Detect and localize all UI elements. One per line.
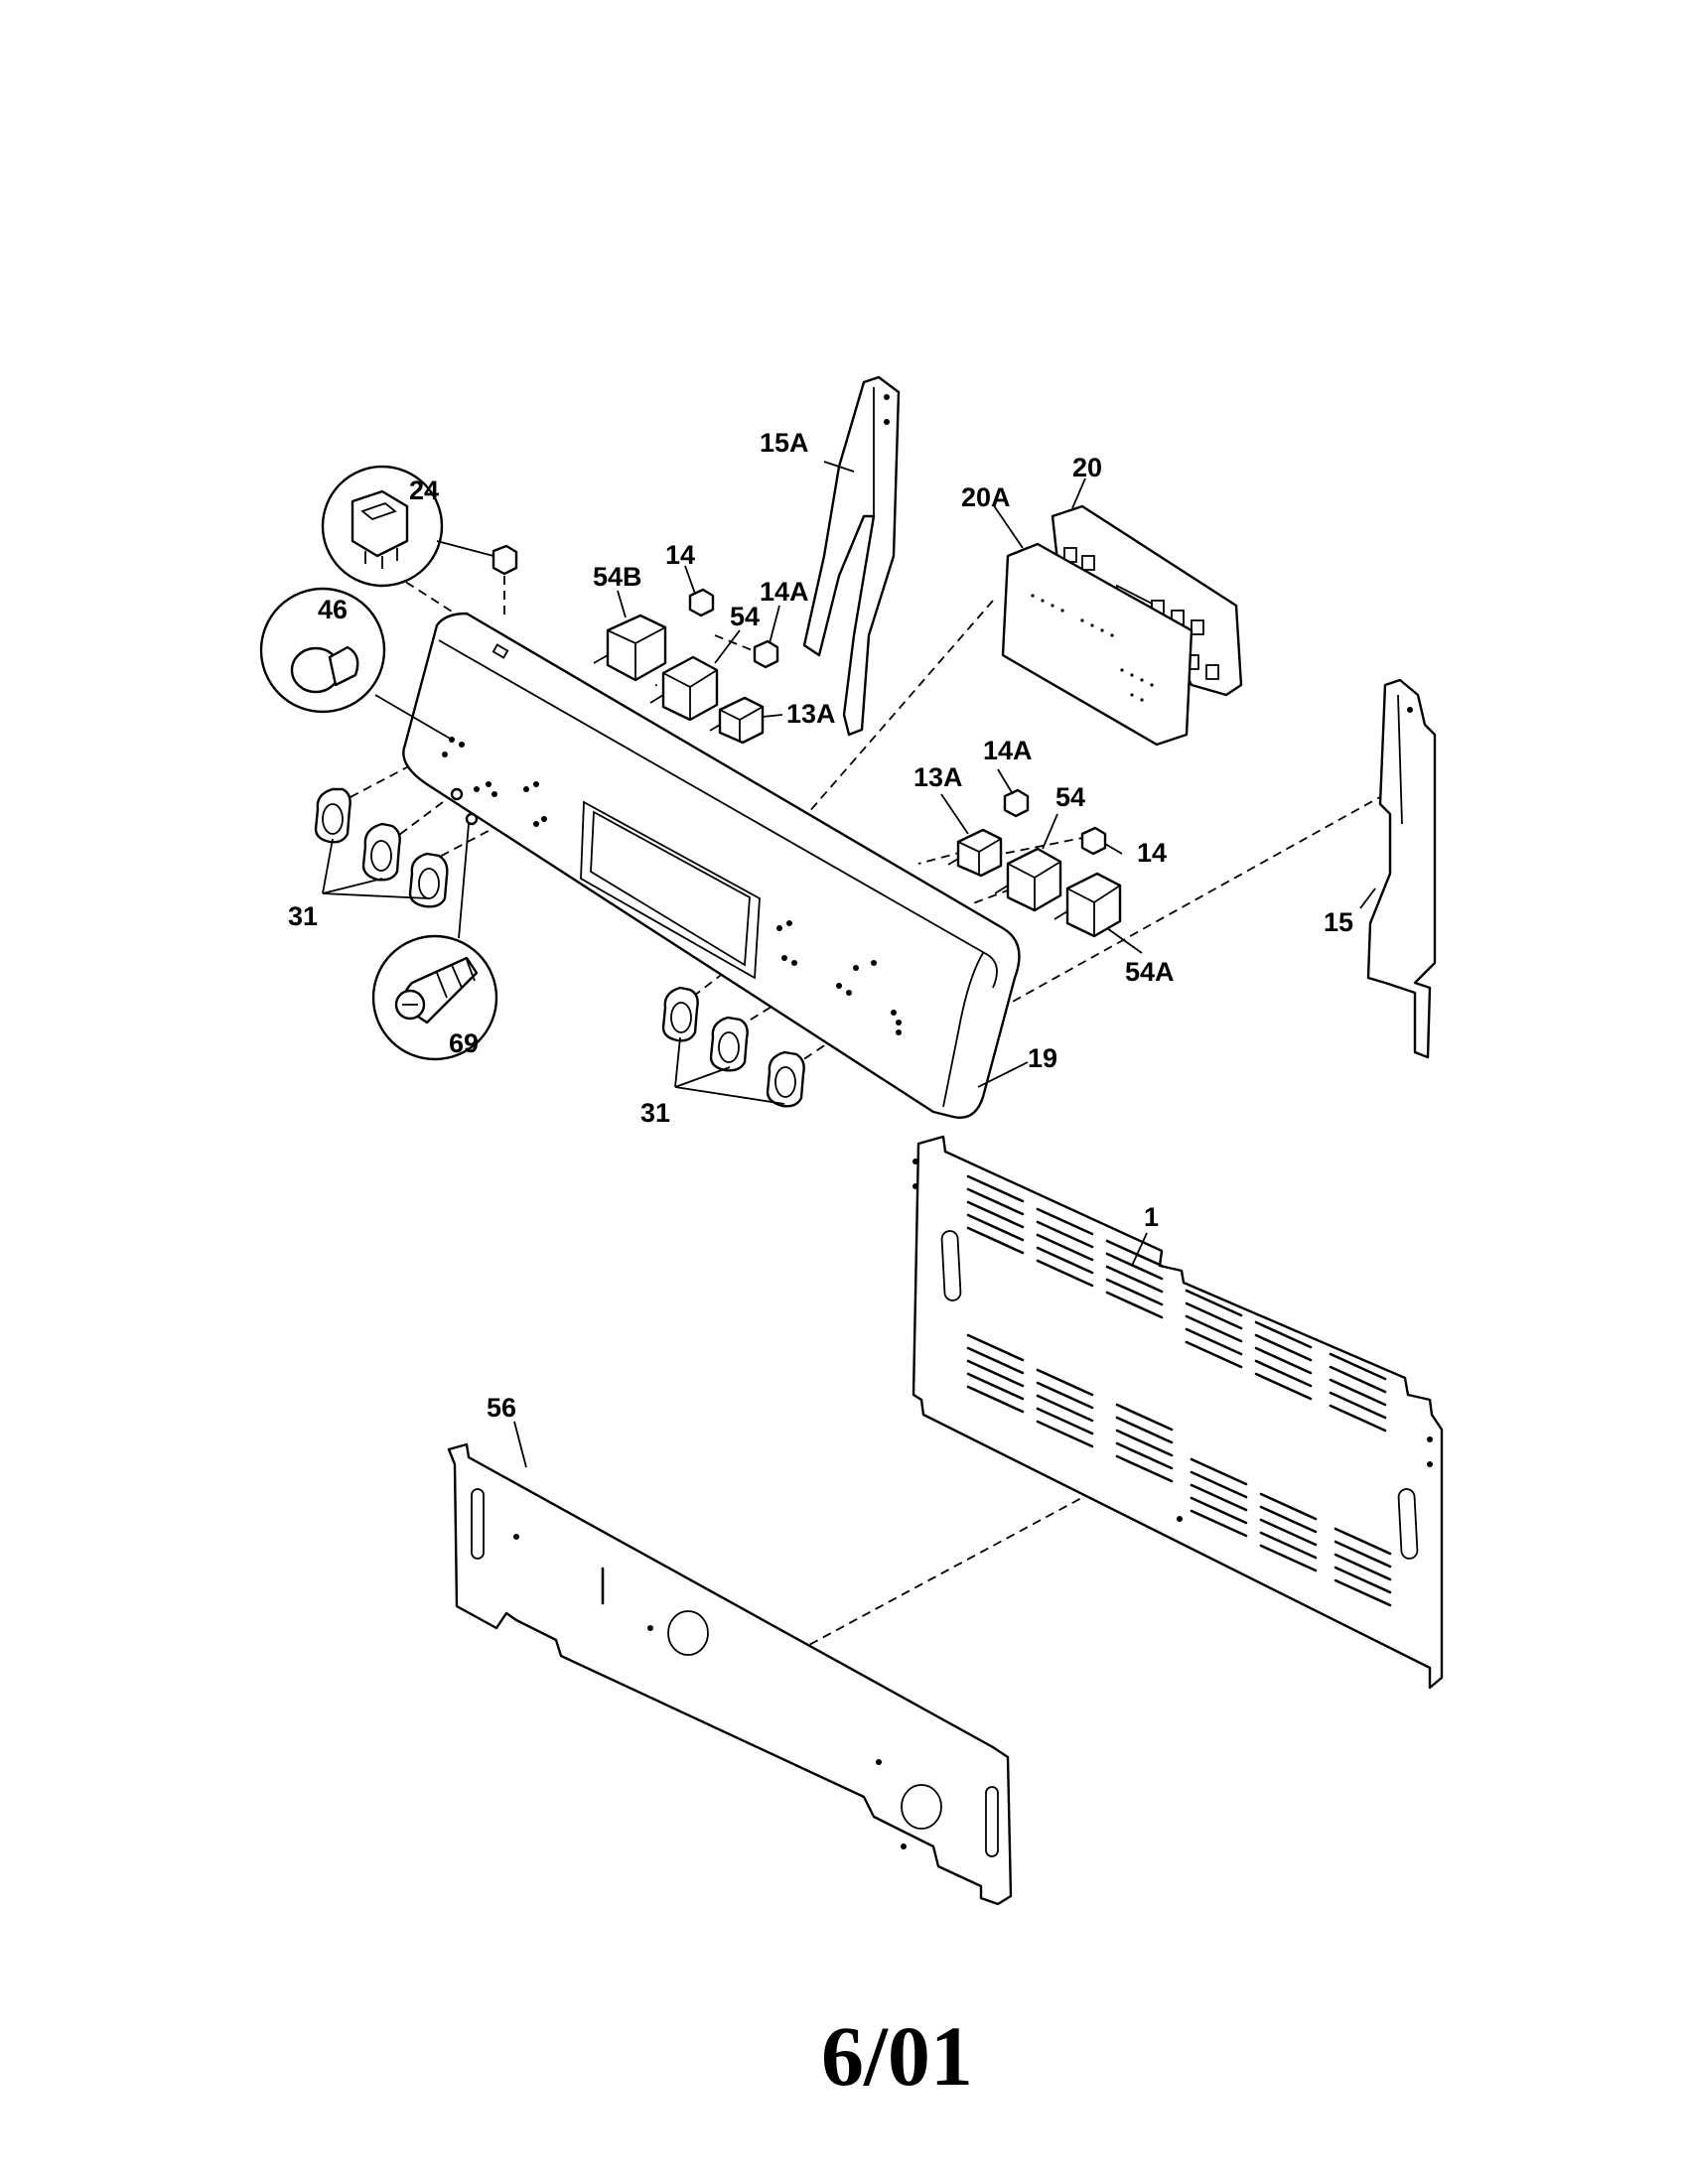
label-31-left: 31	[288, 901, 318, 931]
lower-mounting-bracket	[447, 1442, 1013, 1906]
label-31-right: 31	[640, 1098, 670, 1128]
rear-panel-vents-top	[966, 1174, 1387, 1433]
infinite-switch-54-upper	[649, 655, 719, 722]
label-14A-upper: 14A	[760, 577, 809, 607]
control-knobs-left	[314, 787, 449, 908]
indicator-light-14A-upper	[753, 639, 779, 669]
rear-panel-vents-bottom	[966, 1333, 1392, 1607]
knob-left-2	[361, 822, 401, 882]
infinite-switch-54-lower	[994, 847, 1062, 912]
label-14-upper: 14	[665, 540, 695, 570]
label-54-lower: 54	[1055, 782, 1085, 812]
label-15A: 15A	[760, 428, 809, 458]
switch-13A-upper	[709, 696, 765, 745]
rocker-switch-24	[491, 544, 518, 620]
label-13A-upper: 13A	[786, 699, 836, 729]
indicator-light-14-lower	[1080, 826, 1107, 856]
label-15: 15	[1324, 907, 1353, 937]
label-24: 24	[409, 476, 439, 505]
leader-lines	[322, 461, 1376, 1468]
inset-rocker-switch-24	[321, 465, 494, 588]
indicator-light-14A-lower	[1003, 788, 1030, 818]
control-panel-backguard	[402, 612, 1021, 1119]
label-56: 56	[487, 1393, 516, 1423]
label-54A: 54A	[1125, 957, 1175, 987]
footer-date: 6/01	[821, 2008, 973, 2104]
label-19: 19	[1028, 1043, 1057, 1073]
switch-13A-lower	[947, 828, 1003, 878]
inset-screw-69	[371, 823, 498, 1061]
label-1: 1	[1144, 1202, 1159, 1232]
side-trim-15A	[802, 375, 901, 737]
label-69: 69	[449, 1028, 479, 1058]
infinite-switch-54B	[593, 614, 667, 682]
label-20: 20	[1072, 453, 1102, 482]
callout-labels: 24 46 69 31 31 54B 14 54 14A 13A 15A 20A…	[288, 428, 1353, 1423]
label-54-upper: 54	[730, 602, 760, 631]
knob-left-1	[314, 787, 351, 844]
label-46: 46	[318, 595, 348, 624]
overlay-keypad	[1031, 594, 1154, 702]
infinite-switch-54A	[1053, 872, 1122, 938]
inset-push-button-46	[259, 587, 453, 741]
label-14A-lower: 14A	[983, 736, 1033, 765]
knob-right-3	[766, 1050, 805, 1108]
rear-panel	[912, 1135, 1444, 1690]
label-13A-lower: 13A	[913, 762, 963, 792]
clock-overlay-20A	[1001, 542, 1193, 747]
control-panel-holes	[442, 737, 902, 1035]
label-14-lower: 14	[1137, 838, 1167, 868]
knob-right-1	[661, 986, 699, 1042]
knob-right-2	[709, 1016, 749, 1072]
label-54B: 54B	[593, 562, 642, 592]
indicator-light-14-upper	[688, 588, 715, 617]
side-trim-15	[1366, 678, 1437, 1059]
label-20A: 20A	[961, 482, 1011, 512]
